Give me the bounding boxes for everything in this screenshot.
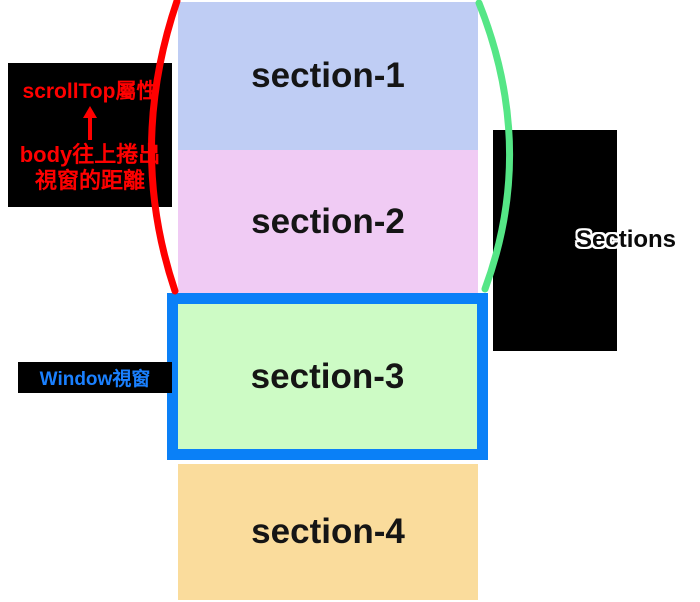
sections-outline-label: Sections <box>576 226 677 253</box>
section-4-block: section-4 <box>178 464 478 600</box>
section-3-label: section-3 <box>250 356 405 396</box>
section-4-label: section-4 <box>251 512 405 551</box>
up-arrow-icon <box>79 105 101 141</box>
scrolltop-description-line-1: body往上捲出 <box>19 142 161 167</box>
scrolltop-annotation-box: scrollTop屬性 body往上捲出 視窗的距離 <box>8 63 172 207</box>
section-1-label: section-1 <box>251 56 405 95</box>
right-black-panel <box>493 130 617 351</box>
scrolltop-description-line-2: 視窗的距離 <box>34 168 145 193</box>
window-viewport-label-box: Window視窗 <box>18 362 172 393</box>
window-viewport-label: Window視窗 <box>39 369 151 390</box>
section-1-block: section-1 <box>178 2 478 150</box>
section-2-block: section-2 <box>178 150 478 293</box>
scrolltop-attribute-text: scrollTop屬性 <box>22 80 158 103</box>
window-viewport-box: section-3 <box>167 293 488 460</box>
section-2-label: section-2 <box>251 201 405 241</box>
